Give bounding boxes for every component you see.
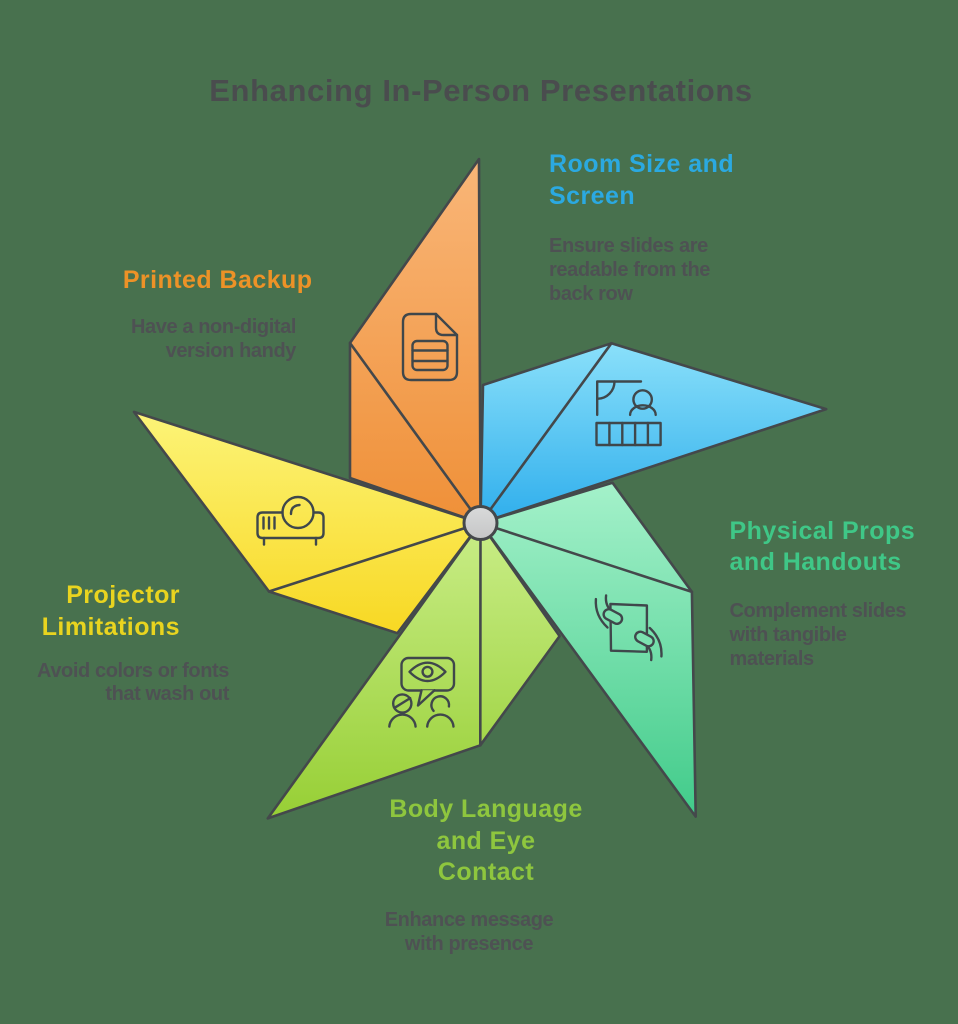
projector-icon (256, 495, 325, 546)
eye-speech-bubble-icon (388, 656, 456, 728)
label-printed-backup-body: Have a non-digital version handy (130, 316, 296, 362)
hand-bottom-right (634, 626, 663, 662)
blade-body-language (266, 521, 561, 820)
blade-icons (256, 312, 663, 728)
hand-holding-paper-icon (594, 594, 663, 662)
pinwheel-hub (462, 505, 499, 541)
label-physical-props-body: Complement slides with tangible material… (729, 599, 907, 671)
label-physical-props-heading: Physical Props and Handouts (729, 516, 916, 576)
blade-physical-props (479, 481, 698, 818)
label-body-language-heading: Body Language and Eye Contact (389, 794, 583, 887)
presentation-room-icon (595, 380, 662, 447)
document-icon (401, 312, 459, 382)
label-room-size-heading: Room Size and Screen (549, 149, 735, 211)
label-body-language-body: Enhance message with presence (384, 908, 554, 955)
label-projector-heading: Projector Limitations (41, 580, 180, 642)
blade-room-size (479, 341, 828, 525)
label-projector-body: Avoid colors or fonts that wash out (37, 659, 229, 706)
hand-top-left (594, 594, 624, 629)
page-title: Enhancing In-Person Presentations (209, 72, 753, 108)
label-printed-backup-heading: Printed Backup (122, 265, 313, 294)
blade-projector-limitations (132, 410, 482, 635)
label-room-size-body: Ensure slides are readable from the back… (549, 235, 711, 305)
pinwheel-blades (132, 157, 828, 820)
